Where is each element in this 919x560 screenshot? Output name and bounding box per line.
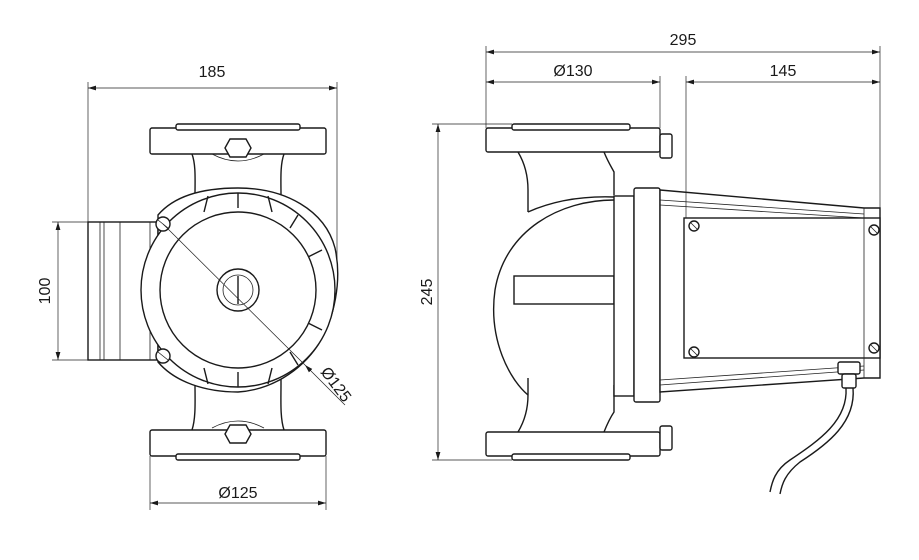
side-view [485, 123, 881, 495]
side-volute [493, 199, 615, 396]
front-motor-diameter-label: Ø125 [317, 364, 354, 406]
front-top-nut [211, 138, 265, 162]
side-box-screws [688, 220, 880, 358]
side-dim-height: 245 [419, 123, 512, 461]
side-terminal-box [683, 217, 881, 359]
side-motor-flange [633, 187, 661, 403]
front-dim-width: 185 [87, 64, 338, 262]
side-flange-label: Ø130 [553, 63, 592, 80]
front-inlet-label: 100 [37, 278, 54, 305]
side-dim-flange: Ø130 [486, 63, 661, 128]
side-height-label: 245 [419, 279, 436, 306]
side-power-cable [769, 387, 847, 493]
front-view [87, 123, 346, 461]
side-top-flange [485, 127, 661, 153]
front-flange-label: Ø125 [218, 485, 257, 502]
side-cable-gland [837, 361, 861, 389]
side-dim-total-width: 295 [485, 32, 881, 208]
side-bottom-flange [485, 431, 661, 457]
side-dim-motor-depth: 145 [685, 63, 880, 218]
side-motor-depth-label: 145 [770, 63, 797, 80]
side-total-width-label: 295 [670, 32, 697, 49]
front-dim-flange: Ø125 [149, 456, 327, 510]
front-width-label: 185 [199, 64, 226, 81]
front-bottom-nut [211, 420, 265, 444]
front-dim-inlet: 100 [37, 221, 88, 361]
